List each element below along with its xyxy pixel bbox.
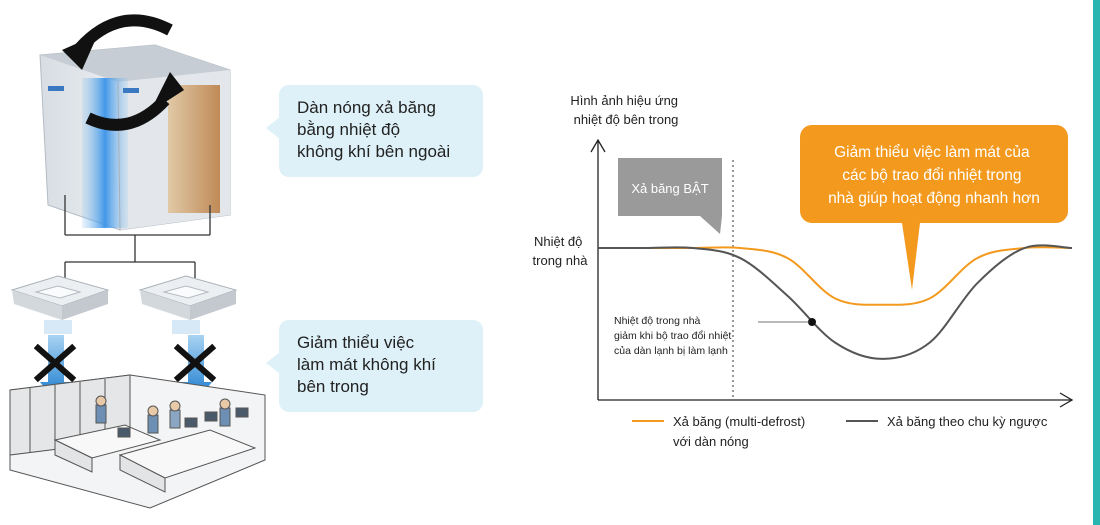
indoor-temp-label: Nhiệt độ trong nhà (533, 234, 589, 268)
multi-defrost-line (598, 246, 1073, 306)
outdoor-defrost-callout: Dàn nóng xả băng bằng nhiệt độ không khí… (266, 85, 483, 177)
temperature-drop-note: Nhiệt độ trong nhà giảm khi bộ trao đổi … (614, 315, 734, 357)
callout-line: Giảm thiểu việc (297, 333, 415, 352)
system-illustration (9, 14, 266, 509)
graph-axes (590, 138, 1074, 408)
y-axis-title: Hình ảnh hiệu ứng nhiệt độ bên trong (570, 93, 681, 127)
callout-line: bên trong (297, 377, 369, 396)
rotation-arrows-icon (62, 14, 184, 131)
indoor-unit-image (10, 275, 110, 334)
legend-orange-label: Xả băng (multi-defrost) với dàn nóng (673, 414, 809, 449)
reverse-cycle-line (598, 244, 1073, 360)
faster-operation-note: Giảm thiểu việc làm mát của các bộ trao … (828, 144, 1040, 207)
faster-operation-bubble: Giảm thiểu việc làm mát của các bộ trao … (800, 125, 1068, 290)
callout-line: bằng nhiệt độ (297, 120, 401, 139)
defrost-on-bubble: Xả băng BẬT (618, 158, 722, 234)
office-scene-image (9, 374, 266, 509)
indoor-cooling-callout: Giảm thiểu việc làm mát không khí bên tr… (266, 320, 483, 412)
temperature-drop-marker (808, 318, 816, 326)
callout-line: làm mát không khí (297, 355, 436, 374)
block-cross-icon (173, 343, 217, 383)
legend: Xả băng (multi-defrost) với dàn nóng Xả … (632, 414, 1048, 449)
page-edge-accent (1093, 0, 1100, 525)
callout-line: Dàn nóng xả băng (297, 98, 436, 117)
refrigerant-pipes (64, 195, 211, 278)
block-cross-icon (33, 343, 77, 383)
indoor-unit-image (138, 275, 238, 334)
legend-gray-label: Xả băng theo chu kỳ ngược (887, 414, 1048, 429)
callout-line: không khí bên ngoài (297, 142, 451, 161)
defrost-on-label: Xả băng BẬT (631, 181, 708, 196)
